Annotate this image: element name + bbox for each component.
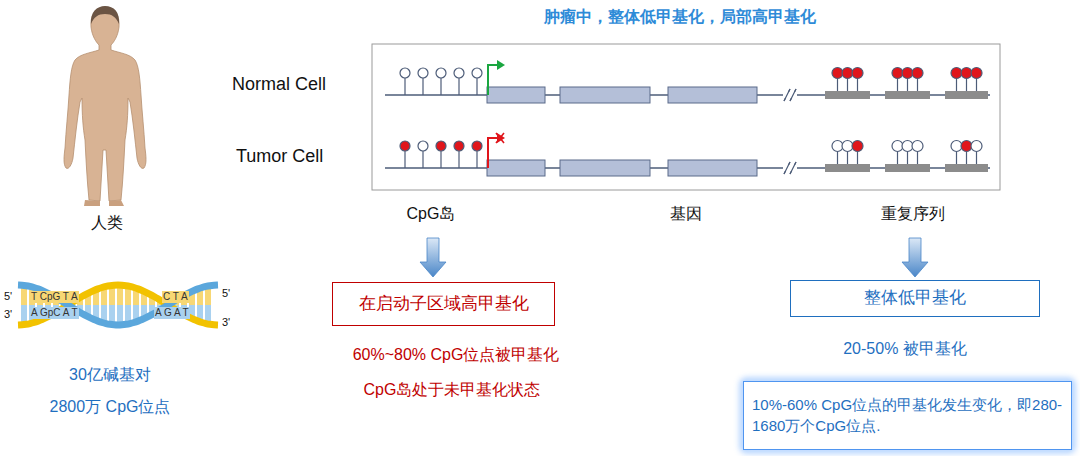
note: CpG岛处于未甲基化状态 (364, 381, 541, 399)
note: 30亿碱基对 (69, 366, 151, 384)
region-label: CpG岛 (407, 205, 456, 223)
summary-box: 在启动子区域高甲基化 (332, 282, 555, 326)
base-letters: A G A T (154, 307, 190, 319)
glow (743, 381, 1072, 450)
base-letters: C T A (162, 291, 189, 303)
row-label: Tumor Cell (236, 146, 323, 167)
note: 60%~80% CpG位点被甲基化 (353, 346, 560, 364)
callout-box: 10%-60% CpG位点的甲基化发生变化，即280-1680万个CpG位点. (743, 381, 1072, 450)
summary-box: 整体低甲基化 (790, 280, 1040, 317)
box-text: 10%-60% CpG位点的甲基化发生变化，即280-1680万个CpG位点. (752, 395, 1063, 436)
note: 20-50% 被甲基化 (843, 340, 967, 358)
panel-frame (372, 44, 1000, 190)
box-text: 整体低甲基化 (864, 287, 966, 310)
region-label: 基因 (670, 205, 702, 223)
strand-end: 3' (4, 308, 12, 321)
base-letters: T CpG T A (30, 291, 79, 303)
strand-end: 5' (222, 287, 230, 300)
strand-end: 5' (4, 290, 12, 303)
base-letters: A GpC A T (30, 307, 79, 319)
row-label: Normal Cell (232, 74, 326, 95)
strand-end: 3' (222, 316, 230, 329)
human-figure (64, 6, 146, 206)
down-arrow (420, 238, 928, 277)
title: 肿瘤中，整体低甲基化，局部高甲基化 (544, 8, 816, 26)
figure-label: 人类 (91, 214, 123, 232)
box-text: 在启动子区域高甲基化 (359, 293, 529, 316)
region-label: 重复序列 (881, 205, 945, 223)
dna-helix (18, 285, 218, 325)
note: 2800万 CpG位点 (50, 398, 171, 416)
methylation-tracks (385, 60, 990, 176)
